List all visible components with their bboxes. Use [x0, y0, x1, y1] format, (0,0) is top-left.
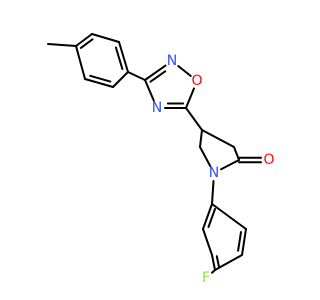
bond-pyr-n1-c5 — [199, 146, 212, 167]
bond-methyl — [47, 43, 77, 47]
bond-tolyl-5-inner — [89, 74, 112, 83]
atom-n-oxadiazole-top-background — [165, 54, 179, 68]
atom-o-oxadiazole-background — [190, 74, 204, 88]
atom-o-oxadiazole: O — [191, 73, 202, 89]
bond-tolyl-1-inner — [79, 38, 94, 49]
bond-tolyl-6 — [75, 45, 86, 80]
bond-oxa-o1-c5 — [185, 87, 195, 109]
atom-o-carbonyl: O — [263, 152, 274, 168]
bonds-layer — [47, 33, 262, 274]
atom-n-oxadiazole-left-background — [150, 101, 164, 115]
atom-n-lactam: N — [209, 165, 219, 181]
bond-pyr-c4-c3 — [201, 129, 235, 148]
atom-o-carbonyl-background — [262, 153, 276, 167]
bond-tolyl-4 — [112, 71, 129, 88]
bond-lactam-fluorophenyl — [211, 180, 215, 205]
bond-oxa-c3-n2-inner — [149, 70, 167, 83]
atom-f-fluoro-background — [199, 271, 213, 285]
atom-n-oxadiazole-top: N — [167, 53, 177, 69]
bond-oxadiazole-pyrrolidinone — [185, 107, 203, 131]
bond-fph-6 — [211, 203, 247, 230]
bond-fph-5-inner — [237, 231, 242, 252]
bond-fph-2 — [202, 228, 213, 256]
bond-pyr-c2-n1 — [220, 159, 240, 171]
bond-fph-1 — [202, 203, 213, 230]
bond-tolyl-5 — [84, 78, 114, 88]
bond-fph-1-inner — [207, 208, 216, 228]
bond-tolyl-3 — [118, 41, 129, 73]
bond-fph-5 — [241, 228, 247, 256]
bond-fph-3-inner — [215, 255, 220, 268]
atom-f-fluoro: F — [202, 270, 210, 286]
bond-tolyl-2 — [91, 33, 120, 43]
bond-c-f — [211, 269, 216, 274]
bond-pyr-c5-c4 — [199, 129, 203, 148]
atom-n-lactam-background — [207, 166, 221, 180]
atom-n-oxadiazole-left: N — [152, 100, 162, 116]
bond-oxa-n2-o1 — [177, 65, 192, 77]
bond-tolyl-oxadiazole — [127, 71, 146, 81]
bond-oxa-n4-c3 — [144, 79, 155, 102]
bond-fph-4 — [214, 254, 243, 271]
bond-tolyl-3-inner — [114, 46, 124, 71]
bond-oxa-c3-n2 — [144, 64, 167, 81]
bond-fph-3 — [211, 254, 216, 271]
bond-tolyl-1 — [75, 33, 93, 47]
